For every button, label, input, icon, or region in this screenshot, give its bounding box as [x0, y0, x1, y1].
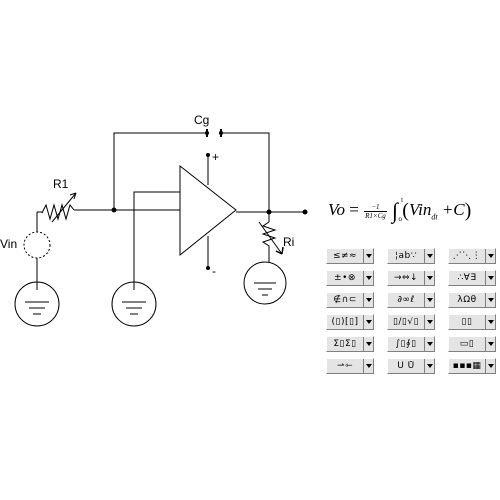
plus-label: +	[212, 150, 219, 164]
integral-upper-limit: t	[401, 196, 404, 204]
palette-products-button[interactable]: Ū Ů	[387, 358, 435, 374]
vin-source	[23, 231, 51, 259]
feedback-wire	[113, 132, 270, 212]
formula-lhs: Vo	[328, 199, 345, 219]
cg-label: Cg	[194, 113, 209, 127]
palette-fences-button[interactable]: (▯)[▯]	[326, 314, 374, 330]
palette-set-theory-symbols: ∉∩⊂	[333, 295, 357, 305]
r1-label: R1	[53, 177, 69, 191]
dropdown-arrow-icon[interactable]	[363, 337, 373, 351]
dropdown-arrow-icon[interactable]	[485, 249, 495, 263]
dropdown-arrow-icon[interactable]	[363, 293, 373, 307]
palette-embellishments-button[interactable]: ⋰⋱⋮	[448, 248, 496, 264]
minus-label: -	[212, 264, 216, 278]
dropdown-arrow-icon[interactable]	[424, 271, 434, 285]
formula-equals: =	[349, 199, 359, 219]
integral-lower-limit: o	[398, 215, 403, 223]
palette-logic-button[interactable]: ∴∀∃	[448, 270, 496, 286]
vin-label: Vin	[0, 237, 17, 251]
palette-integrals-button[interactable]: ∫▯∮▯	[387, 336, 435, 352]
dropdown-arrow-icon[interactable]	[424, 249, 434, 263]
dropdown-arrow-icon[interactable]	[363, 315, 373, 329]
dropdown-arrow-icon[interactable]	[424, 293, 434, 307]
open-paren-icon: (	[402, 199, 409, 222]
supply-plus-dot	[206, 153, 210, 157]
formula-dt: dt	[431, 212, 438, 222]
palette-arrows-button[interactable]: →⇔↓	[387, 270, 435, 286]
formula-plus-c: +C	[441, 199, 465, 219]
close-paren-icon: )	[464, 199, 472, 222]
junction-dot-right	[266, 209, 272, 215]
cg-dot-right	[219, 131, 223, 135]
formula-vin: Vin	[408, 199, 432, 219]
formula-denominator: R1×Cg	[365, 211, 386, 220]
palette-arrows-symbols: →⇔↓	[393, 273, 419, 283]
dropdown-arrow-icon[interactable]	[424, 337, 434, 351]
dropdown-arrow-icon[interactable]	[485, 359, 495, 373]
palette-integrals-symbols: ∫▯∮▯	[395, 339, 417, 349]
palette-embellishments-symbols: ⋰⋱⋮	[452, 251, 482, 261]
supply-minus-dot	[206, 266, 210, 270]
r1-adjust-head	[69, 192, 77, 200]
palette-matrices-button[interactable]: ▪▪▪▦	[448, 358, 496, 374]
dropdown-arrow-icon[interactable]	[363, 271, 373, 285]
r1-adjust-arrow	[51, 192, 77, 223]
palette-misc-symbols-symbols: ∂∞ℓ	[397, 295, 415, 305]
ri-adjust-head	[275, 246, 284, 255]
palette-relations-symbols: ≤≠≈	[332, 251, 358, 261]
formula-fraction: −1 R1×Cg	[364, 203, 387, 220]
palette-matrices-symbols: ▪▪▪▦	[452, 361, 482, 371]
palette-spaces-ellipses-button[interactable]: ¦ab∵	[387, 248, 435, 264]
palette-fractions-radicals-symbols: ▯/▯√▯	[392, 317, 420, 327]
ground-circle-3	[243, 261, 287, 305]
ground-circle-1	[14, 281, 60, 327]
dropdown-arrow-icon[interactable]	[485, 293, 495, 307]
palette-operators-button[interactable]: ±•⊗	[326, 270, 374, 286]
dropdown-arrow-icon[interactable]	[485, 271, 495, 285]
palette-relations-button[interactable]: ≤≠≈	[326, 248, 374, 264]
palette-labeled-arrows-symbols: ⇀⇽	[336, 361, 354, 371]
palette-greek-button[interactable]: λΩθ	[448, 292, 496, 308]
dropdown-arrow-icon[interactable]	[424, 315, 434, 329]
dropdown-arrow-icon[interactable]	[363, 249, 373, 263]
noninv-input-wire	[133, 191, 180, 290]
palette-operators-symbols: ±•⊗	[334, 273, 356, 283]
palette-spaces-ellipses-symbols: ¦ab∵	[395, 251, 417, 261]
palette-fractions-radicals-button[interactable]: ▯/▯√▯	[387, 314, 435, 330]
palette-summation-symbols: Σ▯Σ▯	[333, 339, 357, 349]
dropdown-arrow-icon[interactable]	[485, 315, 495, 329]
ri-label: Ri	[283, 235, 294, 249]
ground-circle-2	[111, 281, 157, 327]
ri-adjust-arrow	[258, 221, 283, 255]
palette-misc-symbols-button[interactable]: ∂∞ℓ	[387, 292, 435, 308]
r1-resistor	[41, 203, 75, 221]
palette-set-theory-button[interactable]: ∉∩⊂	[326, 292, 374, 308]
equation-toolbar: ≤≠≈ ¦ab∵ ⋰⋱⋮ ±•⊗ →⇔↓ ∴∀∃ ∉∩⊂ ∂∞ℓ λΩθ (▯)[▯] ▯/▯√▯ ▯…	[326, 248, 496, 378]
palette-underbar-overbar-button[interactable]: ▭▯	[448, 336, 496, 352]
dropdown-arrow-icon[interactable]	[424, 359, 434, 373]
palette-products-symbols: Ū Ů	[397, 361, 415, 371]
palette-labeled-arrows-button[interactable]: ⇀⇽	[326, 358, 374, 374]
vin-top-wire	[36, 211, 42, 232]
palette-fences-symbols: (▯)[▯]	[331, 317, 359, 327]
dropdown-arrow-icon[interactable]	[363, 359, 373, 373]
palette-subscripts-button[interactable]: ▯▯	[448, 314, 496, 330]
junction-dot-left	[111, 207, 117, 213]
formula-numerator: −1	[364, 203, 387, 212]
palette-subscripts-symbols: ▯▯	[461, 317, 473, 327]
output-terminal-dot	[302, 209, 308, 215]
dropdown-arrow-icon[interactable]	[485, 337, 495, 351]
palette-underbar-overbar-symbols: ▭▯	[459, 339, 475, 349]
cg-dot-left	[205, 131, 209, 135]
palette-summation-button[interactable]: Σ▯Σ▯	[326, 336, 374, 352]
palette-logic-symbols: ∴∀∃	[457, 273, 477, 283]
palette-greek-symbols: λΩθ	[457, 295, 477, 305]
